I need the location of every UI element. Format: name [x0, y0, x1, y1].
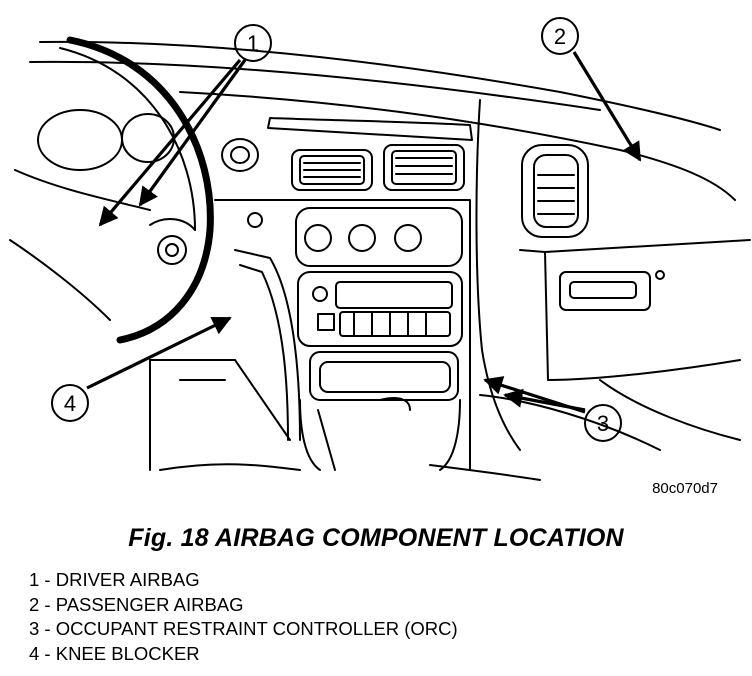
legend-item-passenger-airbag: 2 - PASSENGER AIRBAG [29, 593, 244, 615]
callout-1-arrow-driver [98, 58, 242, 227]
callout-3-label: 3 [597, 411, 609, 436]
callout-3-arrow-lower [503, 388, 586, 412]
figure-caption: Fig. 18 AIRBAG COMPONENT LOCATION [128, 524, 624, 552]
legend-list: 1 - DRIVER AIRBAG 2 - PASSENGER AIRBAG 3… [29, 568, 458, 666]
dashboard-illustration: 1 2 3 4 [9, 17, 751, 481]
callout-4-label: 4 [64, 391, 76, 416]
legend-item-knee-blocker: 4 - KNEE BLOCKER [29, 642, 200, 664]
callout-2-arrow [572, 51, 642, 162]
figure-code: 80c070d7 [652, 480, 718, 497]
callout-2-label: 2 [554, 24, 566, 49]
callout-4-arrow [86, 316, 232, 390]
callout-1-label: 1 [247, 31, 259, 56]
legend-item-driver-airbag: 1 - DRIVER AIRBAG [29, 569, 200, 590]
legend-item-orc: 3 - OCCUPANT RESTRAINT CONTROLLER (ORC) [29, 618, 458, 639]
callout-1-arrow-driver-inner [138, 59, 247, 207]
